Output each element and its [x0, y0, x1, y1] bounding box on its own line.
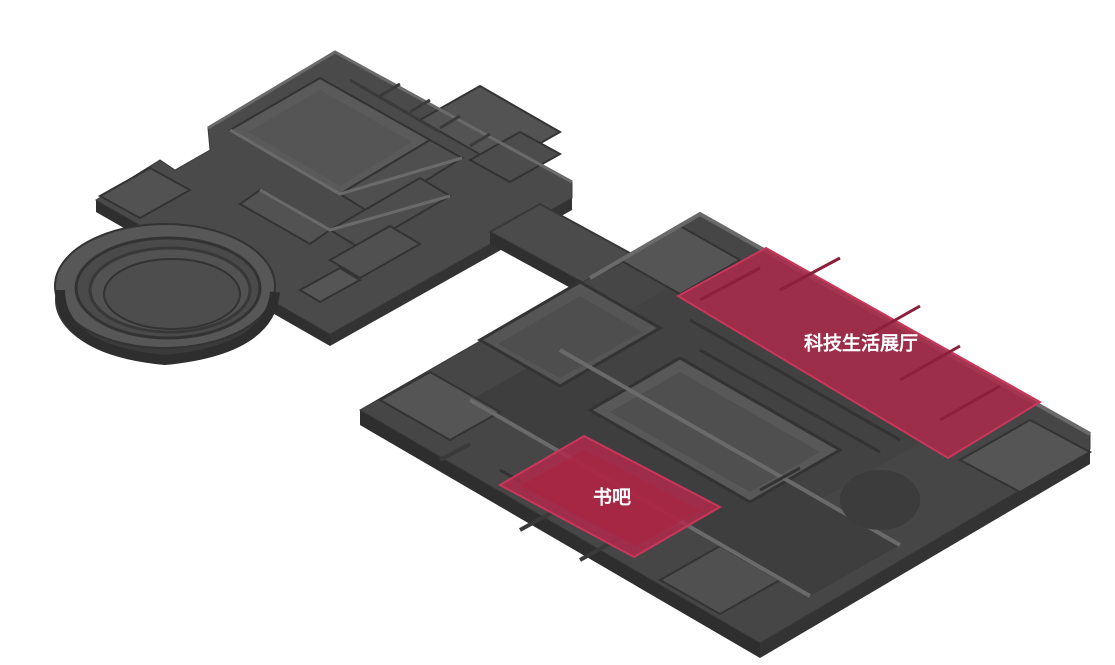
- east-building: [359, 211, 1093, 658]
- rotunda: [54, 223, 280, 366]
- west-building: [95, 50, 573, 346]
- tech-hall-zone[interactable]: 科技生活展厅: [675, 246, 1042, 460]
- tech-hall-label: 科技生活展厅: [804, 332, 918, 355]
- book-bar-label: 书吧: [593, 487, 631, 509]
- book-bar-zone[interactable]: 书吧: [497, 434, 723, 559]
